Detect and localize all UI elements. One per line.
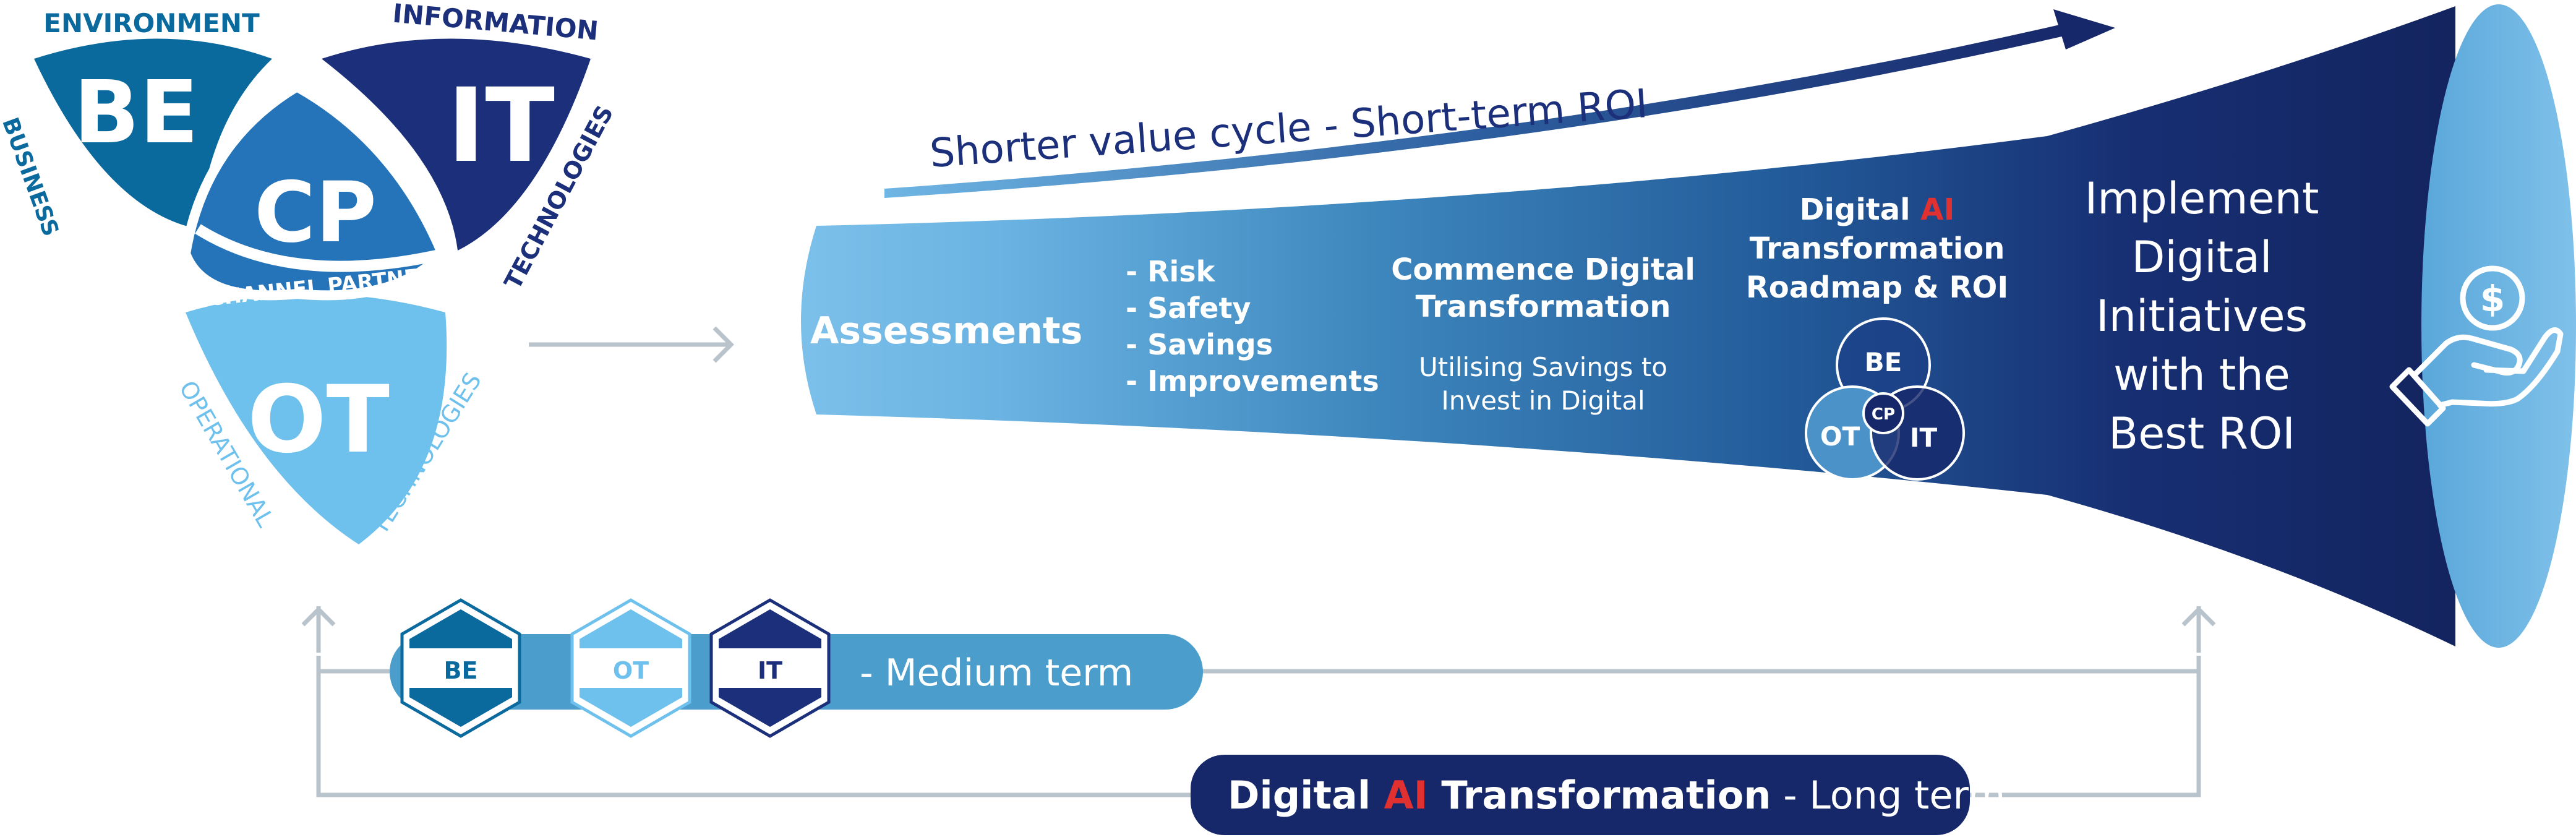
mini-cp: CP [1872,405,1895,424]
roadmap-digital: Digital [1800,192,1911,227]
be-letters: BE [74,62,199,163]
venn-to-funnel-arrow [529,326,734,363]
timeline-lines [301,606,2216,797]
hex-be-label: BE [444,657,478,684]
utilising-line2: Invest in Digital [1441,385,1645,416]
long-term-bar [1191,755,1970,835]
long-term-text: Digital AI Transformation - Long term [1228,773,2005,818]
ot-segment [186,294,447,544]
long-term-label: - Long term [1783,773,2005,818]
commence-line1: Commence Digital [1391,252,1695,287]
long-transformation: Transformation [1441,773,1771,818]
roadmap-line3: Roadmap & ROI [1746,270,2008,305]
dollar-symbol: $ [2480,278,2505,320]
ot-letters: OT [247,366,390,474]
venn-separator [195,224,460,272]
commence-line2: Transformation [1416,290,1671,324]
long-digital: Digital [1228,773,1371,818]
roadmap-line2: Transformation [1750,231,2005,266]
implement-line5: Best ROI [2108,408,2295,459]
mini-venn: BE OT IT CP [1805,317,1965,481]
implement-block: Implement Digital Initiatives with the B… [2085,173,2319,459]
hexagon-be: BE [400,598,521,738]
assessments-label: Assessments [810,309,1082,353]
utilising-line1: Utilising Savings to [1419,352,1667,382]
mini-it: IT [1910,423,1938,453]
hex-ot-label: OT [613,657,649,684]
implement-line1: Implement [2085,173,2319,224]
funnel-body [801,6,2455,646]
hex-it-label: IT [758,657,782,684]
roadmap-ai: AI [1920,192,1954,227]
long-ai: AI [1384,773,1428,818]
hexagon-ot: OT [570,598,691,738]
implement-line3: Initiatives [2096,291,2308,341]
it-segment [322,38,591,251]
business-label: BUSINESS [0,114,63,240]
implement-line2: Digital [2131,232,2272,283]
assessment-items: - Risk - Safety - Savings - Improvements [1126,255,1379,398]
item-safety: - Safety [1126,291,1251,325]
be-segment [34,38,272,229]
venn-diagram: BE IT CP OT CHANNEL PARTNER ENVIRONMENT … [0,0,618,544]
mini-venn-cp-circle [1862,392,1904,434]
information-label: INFORMATION [392,0,600,46]
cp-letters: CP [254,164,377,261]
environment-label: ENVIRONMENT [43,8,260,38]
item-savings: - Savings [1126,328,1273,361]
mini-be: BE [1865,347,1902,377]
item-improvements: - Improvements [1126,364,1379,398]
hexagon-it: IT [709,598,831,738]
money-hand-icon: $ [2389,265,2564,427]
cp-segment [180,80,448,301]
medium-term-label: - Medium term [860,651,1133,695]
mini-ot: OT [1820,421,1860,452]
roadmap-line1: Digital AI [1800,192,1955,227]
item-risk: - Risk [1126,255,1216,288]
implement-line4: with the [2113,350,2290,400]
it-letters: IT [447,66,555,185]
short-term-arrow [884,9,2115,198]
